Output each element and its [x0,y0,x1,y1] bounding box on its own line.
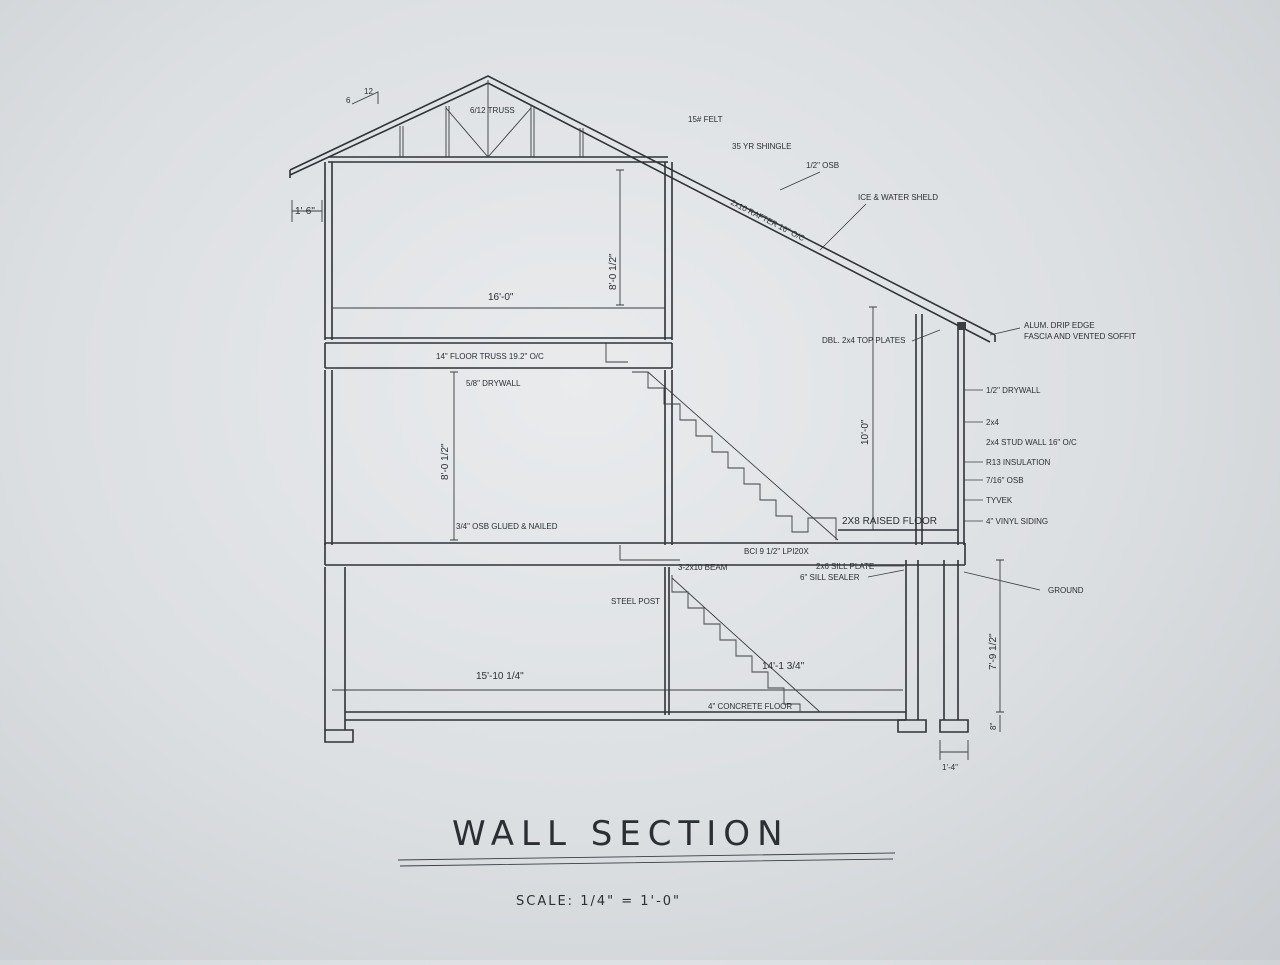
fascia-label: FASCIA AND VENTED SOFFIT [1024,332,1136,341]
drip-edge-label: ALUM. DRIP EDGE [1024,321,1095,330]
slope-run: 12 [364,87,373,96]
main-height-dim: 8'-0 1/2" [440,443,451,480]
siding-label: 4" VINYL SIDING [986,517,1048,526]
ground-label: GROUND [1048,586,1084,595]
felt-label: 15# FELT [688,115,723,124]
tyvek-label: TYVEK [986,496,1013,505]
basement [324,559,1004,760]
joist-label: BCI 9 1/2" LPI20X [744,547,809,556]
truss-label: 6/12 TRUSS [470,106,515,115]
floor-truss-label: 14" FLOOR TRUSS 19.2" O/C [436,352,544,361]
drawing-scale: SCALE: 1/4" = 1'-0" [516,894,681,909]
basement-height-dim: 7'-9 1/2" [988,633,999,670]
steel-post-label: STEEL POST [611,597,660,606]
sill-sealer-label: 6" SILL SEALER [800,573,860,582]
drywall-12-label: 1/2" DRYWALL [986,386,1041,395]
basement-width-dim: 15'-10 1/4" [476,671,524,682]
roof-assembly [289,75,996,343]
stud-2x4-label: 2x4 [986,418,999,427]
rafter-label: 2x10 RAFTER 16" O/C [729,198,806,243]
insulation-label: R13 INSULATION [986,458,1051,467]
top-plates-label: DBL. 2x4 TOP PLATES [822,336,905,345]
osb-716-label: 7/16" OSB [986,476,1024,485]
overhang-dimension: 1'-6" [291,200,323,222]
basement-width-2-dim: 14'-1 3/4" [762,661,805,672]
porch-wall [838,306,966,545]
title-underline [397,852,896,867]
main-floor-joist [324,542,966,566]
sill-plate-label: 2x6 SILL PLATE [816,562,874,571]
stud-wall-label: 2x4 STUD WALL 16" O/C [986,438,1077,447]
porch-height-dim: 10'-0" [860,419,871,445]
roof-osb-label: 1/2" OSB [806,161,839,170]
raised-floor-label: 2X8 RAISED FLOOR [842,516,937,527]
shingle-label: 35 YR SHINGLE [732,142,791,151]
slope-indicator: 6 12 [346,87,379,105]
main-story [324,370,839,545]
footing-height-dim: 8" [989,723,998,730]
drywall-58-label: 5/8" DRYWALL [466,379,521,388]
concrete-floor-label: 4" CONCRETE FLOOR [708,702,792,711]
upper-width-dim: 16'-0" [488,292,514,303]
overhang-dim-label: 1'-6" [295,206,315,217]
upper-height-dim: 8'-0 1/2" [608,253,619,290]
drawing-title: WALL SECTION [452,814,790,854]
beam-label: 3-2x10 BEAM [678,563,728,572]
callout-leaders [867,327,1041,591]
ice-water-label: ICE & WATER SHELD [858,193,938,202]
footing-width-dim: 1'-4" [942,763,958,772]
upper-story [324,162,673,340]
floor-truss [324,342,673,369]
slope-rise: 6 [346,96,351,105]
subfloor-label: 3/4" OSB GLUED & NAILED [456,522,558,531]
